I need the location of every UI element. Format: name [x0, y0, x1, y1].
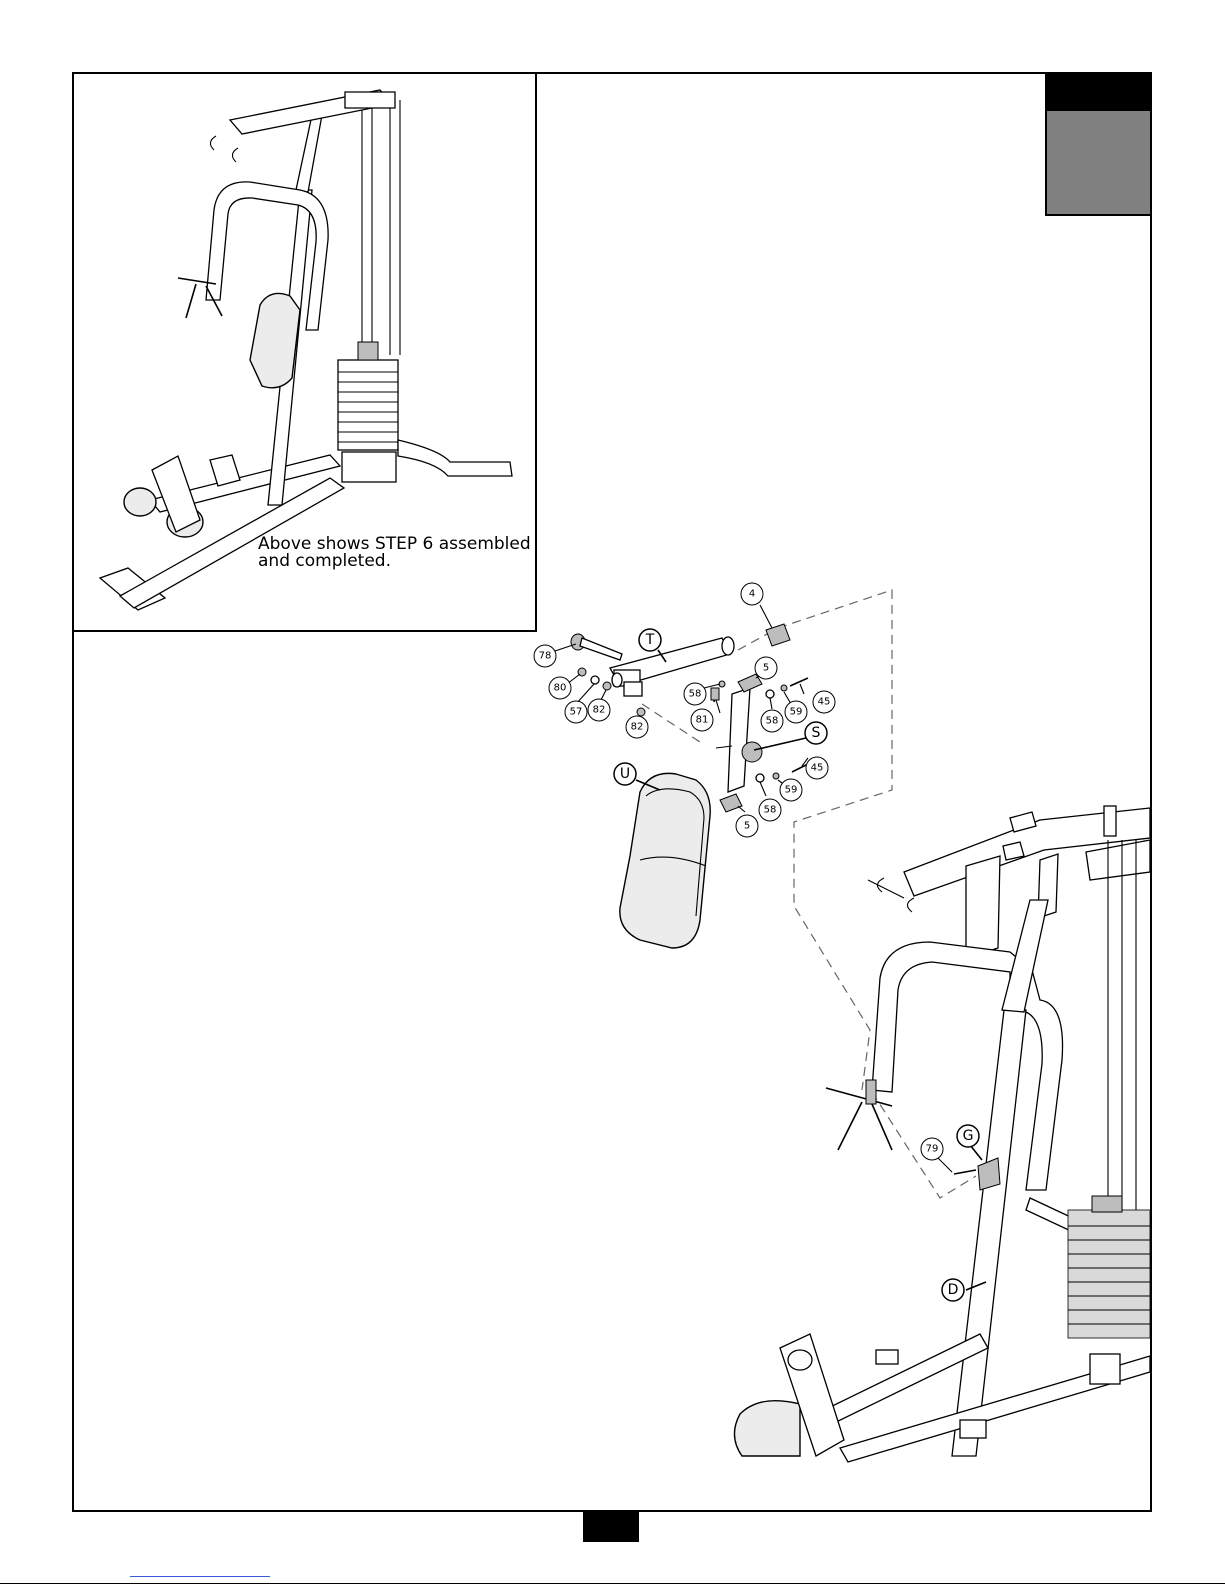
callout-79: 79	[921, 1138, 943, 1160]
callout-45-bottom: 45	[806, 757, 828, 779]
part-letter-d: D	[942, 1279, 964, 1301]
callout-82-left: 82	[588, 699, 610, 721]
page-number-box	[583, 1512, 639, 1542]
callout-82-left-label: 82	[593, 705, 606, 716]
callout-57-label: 57	[570, 707, 583, 718]
callout-78: 78	[534, 645, 556, 667]
part-t-arm	[610, 637, 734, 696]
footer-link-underline[interactable]	[130, 1576, 270, 1577]
callout-79-label: 79	[926, 1144, 939, 1155]
callout-58-left: 58	[684, 683, 706, 705]
callout-80-label: 80	[554, 683, 567, 694]
part-letter-u: U	[614, 763, 636, 785]
part-u-back-pad	[620, 773, 710, 948]
callout-5-top-label: 5	[763, 663, 769, 674]
part-letter-g: G	[957, 1125, 979, 1147]
part-letter-t: T	[639, 629, 661, 651]
inset-machine-drawing	[100, 90, 512, 610]
callout-58-middle: 58	[761, 710, 783, 732]
callout-59-bottom: 59	[780, 779, 802, 801]
part-letter-d-label: D	[948, 1282, 959, 1298]
callout-59-top-label: 59	[790, 707, 803, 718]
callout-81-label: 81	[696, 715, 709, 726]
callout-57: 57	[565, 701, 587, 723]
inset-caption: Above shows STEP 6 assembled and complet…	[258, 536, 531, 570]
callout-81: 81	[691, 709, 713, 731]
callout-59-bottom-label: 59	[785, 785, 798, 796]
callout-59-top: 59	[785, 701, 807, 723]
callout-82-right-label: 82	[631, 722, 644, 733]
callout-58-middle-label: 58	[766, 716, 779, 727]
part-letter-s-label: S	[812, 725, 821, 741]
part-letter-t-label: T	[645, 632, 655, 648]
callout-58-bottom-label: 58	[764, 805, 777, 816]
part-letter-u-label: U	[620, 766, 630, 782]
callout-45-top: 45	[813, 691, 835, 713]
inset-caption-line2: and completed.	[258, 551, 391, 571]
callout-4-label: 4	[749, 589, 755, 600]
callout-80: 80	[549, 677, 571, 699]
callout-82-right: 82	[626, 716, 648, 738]
callout-45-top-label: 45	[818, 697, 831, 708]
footer-rule	[0, 1583, 1225, 1584]
callout-5-bottom: 5	[736, 815, 758, 837]
callout-5-bottom-label: 5	[744, 821, 750, 832]
callout-78-label: 78	[539, 651, 552, 662]
main-machine-drawing	[734, 806, 1150, 1462]
callout-5-top: 5	[755, 657, 777, 679]
callout-4: 4	[741, 583, 763, 605]
part-letter-s: S	[805, 722, 827, 744]
callout-58-left-label: 58	[689, 689, 702, 700]
callout-58-bottom: 58	[759, 799, 781, 821]
part-letter-g-label: G	[963, 1128, 974, 1144]
callout-45-bottom-label: 45	[811, 763, 824, 774]
